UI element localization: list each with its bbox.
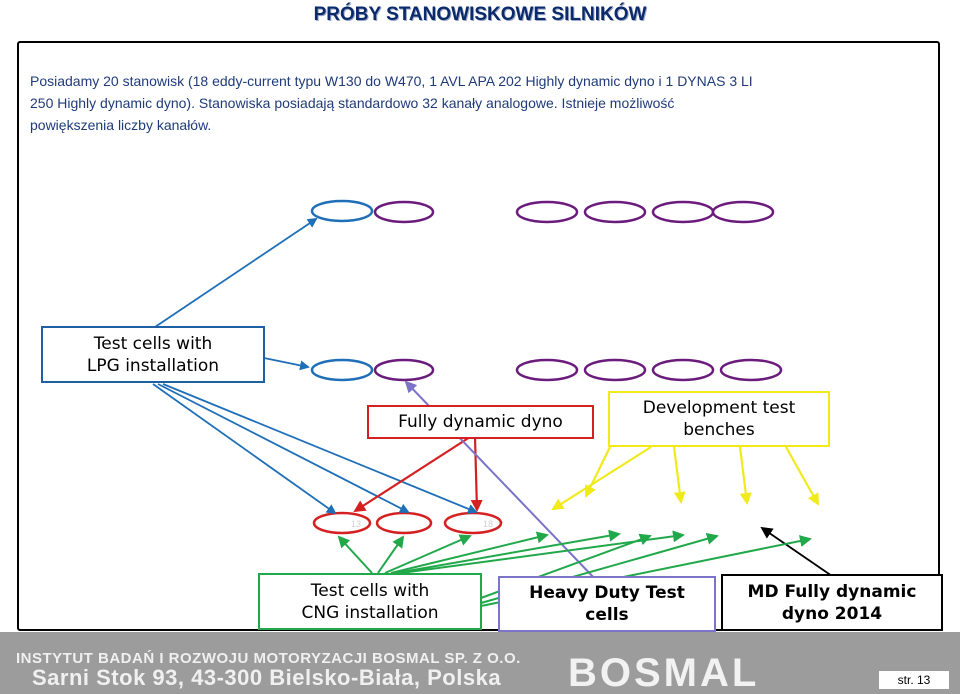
cell-top-4 <box>583 200 647 224</box>
arrow-cng-2 <box>377 535 405 574</box>
box-hd-line-2: cells <box>585 605 629 625</box>
box-hd-line-1: Heavy Duty Test <box>529 583 685 603</box>
arrow-lpg-to-mid <box>263 357 310 371</box>
intro-text: Posiadamy 20 stanowisk (18 eddy-current … <box>30 70 910 136</box>
page-title: PRÓBY STANOWISKOWE SILNIKÓW <box>313 4 647 25</box>
cell-top-5 <box>651 200 715 224</box>
cell-top-6 <box>711 200 775 224</box>
box-lpg-line-1: Test cells with <box>93 333 213 354</box>
box-md-line-2: dyno 2014 <box>781 603 883 624</box>
intro-line-2: 250 Highly dynamic dyno). Stanowiska pos… <box>30 95 675 111</box>
arrow-dev-5 <box>585 446 611 498</box>
box-md-dyno-2014: MD Fully dynamic dyno 2014 <box>721 574 943 631</box>
box-lpg-line-2: LPG installation <box>86 355 220 376</box>
arrow-lpg-to-cell-14 <box>157 383 410 513</box>
cell-13-label: 13 <box>351 519 361 529</box>
cell-13 <box>312 511 372 535</box>
cell-top-3 <box>515 200 579 224</box>
cell-top-1 <box>310 199 374 223</box>
arrow-md <box>760 526 833 577</box>
box-dev-line-1: Development test <box>642 398 796 418</box>
footer: INSTYTUT BADAŃ I ROZWOJU MOTORYZACJI BOS… <box>0 632 960 694</box>
arrow-cng-6 <box>400 530 685 574</box>
cell-mid-2 <box>373 358 435 382</box>
title-bar: PRÓBY STANOWISKOWE SILNIKÓW <box>0 0 960 34</box>
bosmal-logo: BOSMAL <box>568 651 760 694</box>
arrow-cng-3 <box>384 534 472 574</box>
box-dev-line-2: benches <box>683 420 755 440</box>
cell-top-2 <box>373 200 435 224</box>
box-development-benches: Development test benches <box>608 391 830 447</box>
box-lpg-test-cells: Test cells with LPG installation <box>41 326 265 383</box>
cell-18-label: 18 <box>483 519 493 529</box>
arrow-dev-1 <box>551 446 652 511</box>
cell-mid-3 <box>515 358 579 382</box>
cell-14 <box>375 511 433 535</box>
arrow-lpg-to-cell-18 <box>162 383 478 514</box>
box-cng-line-1: Test cells with <box>310 580 430 601</box>
arrow-dev-3 <box>738 446 752 505</box>
arrow-fdd-to-cell-18 <box>470 436 483 512</box>
arrow-dev-2 <box>672 446 686 504</box>
box-heavy-duty-cells: Heavy Duty Test cells <box>498 576 716 632</box>
arrow-dev-4 <box>785 446 819 506</box>
arrow-fdd-to-cell-13 <box>353 436 471 513</box>
cell-mid-6 <box>719 358 783 382</box>
box-cng-line-2: CNG installation <box>301 602 439 623</box>
footer-address: Sarni Stok 93, 43-300 Bielsko-Biała, Pol… <box>32 665 502 690</box>
arrow-lpg-to-top <box>154 217 318 328</box>
page-number: str. 13 <box>879 671 949 689</box>
cell-mid-5 <box>651 358 715 382</box>
cell-mid-4 <box>583 358 647 382</box>
box-md-line-1: MD Fully dynamic <box>747 581 917 602</box>
cell-mid-1 <box>310 358 374 382</box>
intro-line-1: Posiadamy 20 stanowisk (18 eddy-current … <box>30 73 753 89</box>
arrow-cng-4 <box>390 531 549 574</box>
arrow-cng-1 <box>337 535 373 574</box>
box-cng-test-cells: Test cells with CNG installation <box>258 573 482 630</box>
arrow-lpg-to-cell-13 <box>152 383 337 515</box>
box-fully-dynamic-dyno: Fully dynamic dyno <box>367 405 594 439</box>
box-fdd-line-1: Fully dynamic dyno <box>398 412 563 432</box>
footer-institute: INSTYTUT BADAŃ I ROZWOJU MOTORYZACJI BOS… <box>16 650 521 664</box>
arrow-cng-5 <box>395 529 621 574</box>
intro-line-3: powiększenia liczby kanałów. <box>30 117 212 133</box>
